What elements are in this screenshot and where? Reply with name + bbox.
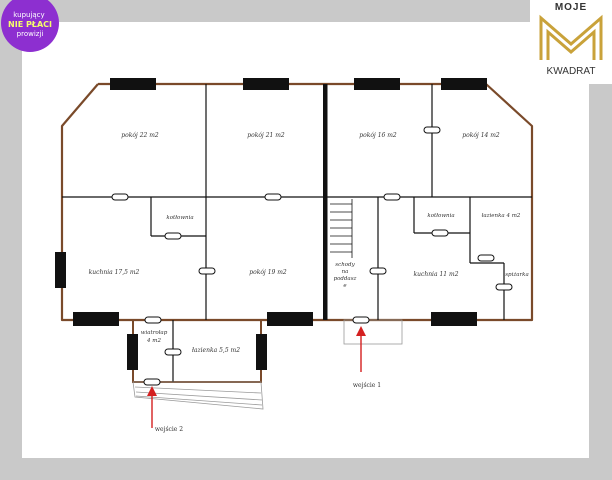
room-label-schody-2: na [342, 269, 349, 275]
room-label-pokoj-19: pokój 19 m2 [249, 269, 287, 276]
room-label-spizarka: spiżarka [505, 272, 529, 278]
plan-sheet [22, 22, 589, 458]
room-label-lazienka-5-5: łazienka 5,5 m2 [192, 347, 240, 354]
window [73, 312, 119, 326]
room-label-kotlownia-right: kotłownia [427, 213, 454, 219]
room-label-pokoj-22: pokój 22 m2 [121, 132, 159, 139]
entry-2-label: wejście 2 [155, 426, 183, 433]
logo-top-text: MOJE [555, 2, 587, 13]
inner-walls [62, 84, 532, 320]
room-label-pokoj-21: pokój 21 m2 [247, 132, 285, 139]
logo-bottom-text: KWADRAT [547, 66, 596, 77]
room-label-schody-3: poddasz [334, 276, 357, 282]
door [164, 348, 182, 356]
door [383, 193, 401, 201]
room-label-kotlownia-left: kotłownia [166, 215, 193, 221]
badge-line-3: prowizji [17, 30, 44, 38]
door [198, 267, 216, 275]
room-label-pokoj-16: pokój 16 m2 [359, 132, 397, 139]
room-label-wiatrolap-2: 4 m2 [146, 338, 161, 344]
door [111, 193, 129, 201]
door [495, 283, 513, 291]
badge-line-1: kupujący [13, 11, 44, 19]
promo-badge: kupujący NIE PŁACI prowizji [1, 0, 59, 52]
window [110, 78, 156, 90]
badge-circle [1, 0, 59, 52]
room-label-schody-4: e [343, 283, 347, 289]
room-label-pokoj-14: pokój 14 m2 [462, 132, 500, 139]
window [55, 252, 66, 288]
door [477, 254, 495, 262]
window [256, 334, 267, 370]
door [264, 193, 282, 201]
doors [111, 126, 513, 386]
window [243, 78, 289, 90]
door [423, 126, 441, 134]
logo-background [530, 0, 612, 84]
room-label-schody-1: schody [335, 262, 355, 268]
window [267, 312, 313, 326]
window [431, 312, 477, 326]
door [164, 232, 182, 240]
entrance-arrows [147, 326, 366, 428]
door [143, 378, 161, 386]
logo-m-icon [539, 14, 603, 60]
door [369, 267, 387, 275]
door [144, 316, 162, 324]
room-label-kuchnia-17: kuchnia 17,5 m2 [89, 269, 140, 276]
entry-1-label: wejście 1 [353, 382, 381, 389]
badge-line-2: NIE PŁACI [8, 20, 52, 29]
stairs [330, 199, 353, 258]
window [441, 78, 487, 90]
brand-logo: MOJE KWADRAT [530, 0, 612, 84]
entrance-steps-1 [343, 319, 403, 345]
room-label-kuchnia-11: kuchnia 11 m2 [413, 271, 458, 278]
door [431, 229, 449, 237]
windows [55, 78, 487, 370]
entrance-steps-2 [132, 381, 264, 410]
window [127, 334, 138, 370]
central-wall [323, 84, 328, 320]
room-label-lazienka-4: łazienka 4 m2 [482, 213, 521, 219]
room-label-wiatrolap-1: wiatrołap [141, 330, 168, 336]
door [352, 316, 370, 324]
window [354, 78, 400, 90]
